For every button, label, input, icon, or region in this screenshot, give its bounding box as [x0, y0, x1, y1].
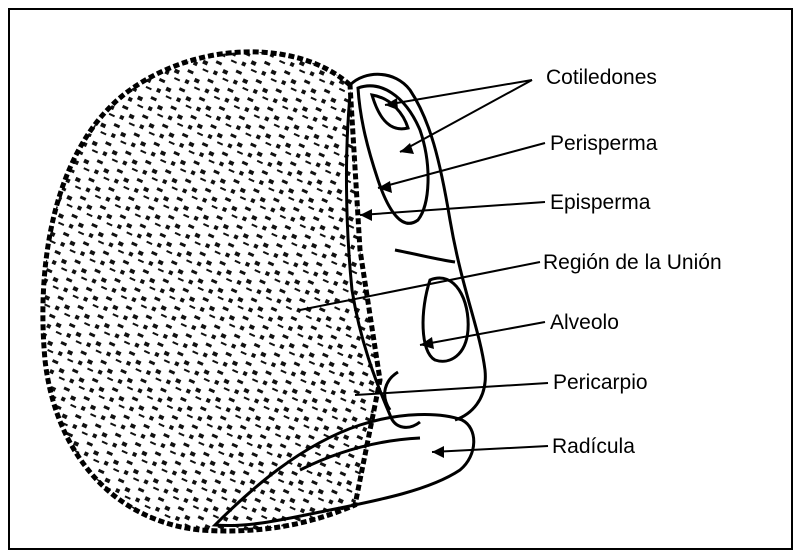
label-perisperma: Perisperma	[550, 133, 657, 154]
pointer-radicula	[432, 446, 548, 452]
label-region-union: Región de la Unión	[543, 252, 722, 273]
label-cotiledones: Cotiledones	[546, 67, 657, 88]
label-radicula: Radícula	[552, 436, 635, 457]
label-alveolo: Alveolo	[550, 312, 619, 333]
label-pericarpio: Pericarpio	[553, 372, 648, 393]
pointer-alveolo	[420, 322, 545, 345]
seed-body	[43, 52, 380, 531]
label-episperma: Episperma	[550, 192, 650, 213]
